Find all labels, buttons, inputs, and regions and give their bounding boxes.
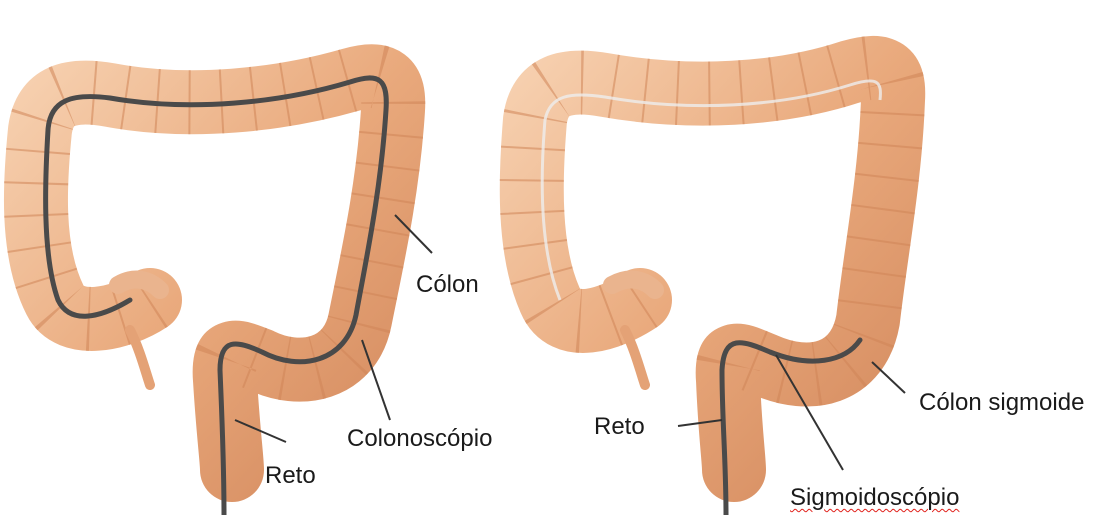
label-colon: Cólon xyxy=(416,273,479,297)
right-colon-body xyxy=(532,68,893,470)
left-ileum xyxy=(118,280,160,290)
left-colon-illustration xyxy=(36,76,393,515)
label-colonoscope: Colonoscópio xyxy=(347,427,492,451)
label-right-rectum: Reto xyxy=(594,415,645,439)
right-sigmoid-leader xyxy=(872,362,905,393)
right-ileum xyxy=(612,280,655,290)
label-left-rectum: Reto xyxy=(265,464,316,488)
label-sigmoidoscope: Sigmoidoscópio xyxy=(790,486,959,510)
left-colon-body xyxy=(36,76,393,470)
right-colon-illustration xyxy=(532,68,893,515)
label-sigmoid-colon: Cólon sigmoide xyxy=(919,391,1084,415)
